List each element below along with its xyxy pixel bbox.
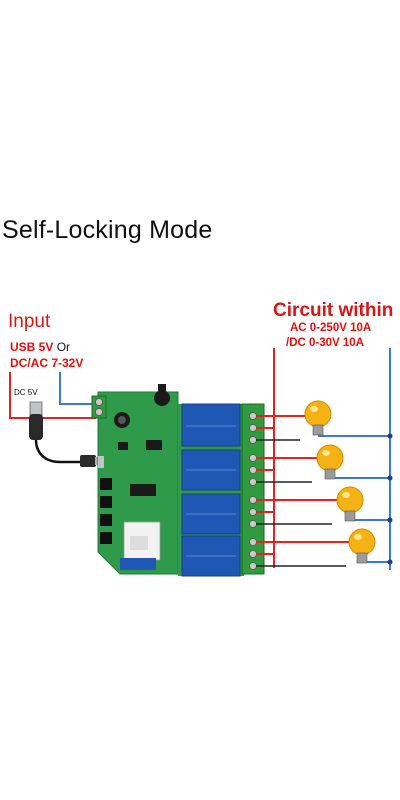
input-dcac-label: DC/AC 7-32V: [10, 356, 84, 370]
relay-3: [181, 493, 241, 535]
light-bulb-icon: [304, 400, 332, 436]
light-bulb-icon: [316, 444, 344, 480]
usb-5v-text: USB 5V: [10, 340, 54, 354]
light-bulb-icon: [348, 528, 376, 564]
or-text: Or: [56, 340, 71, 354]
circuit-dc-rating: /DC 0-30V 10A: [286, 337, 364, 349]
output-wires: [256, 348, 393, 570]
relay-1: [181, 403, 241, 447]
relay-4: [181, 535, 241, 577]
input-usb-label: USB 5V Or: [10, 340, 70, 354]
circuit-ac-rating: AC 0-250V 10A: [290, 322, 372, 334]
input-heading: Input: [8, 311, 51, 332]
circuit-heading: Circuit within: [273, 300, 394, 321]
light-bulb-icon: [336, 486, 364, 522]
input-wires: [9, 372, 96, 419]
usb-plug-icon: [29, 401, 101, 467]
relay-2: [181, 449, 241, 491]
output-terminals: [241, 403, 265, 575]
dc5v-label: DC 5V: [14, 388, 38, 397]
diagram-title: Self-Locking Mode: [2, 216, 213, 244]
